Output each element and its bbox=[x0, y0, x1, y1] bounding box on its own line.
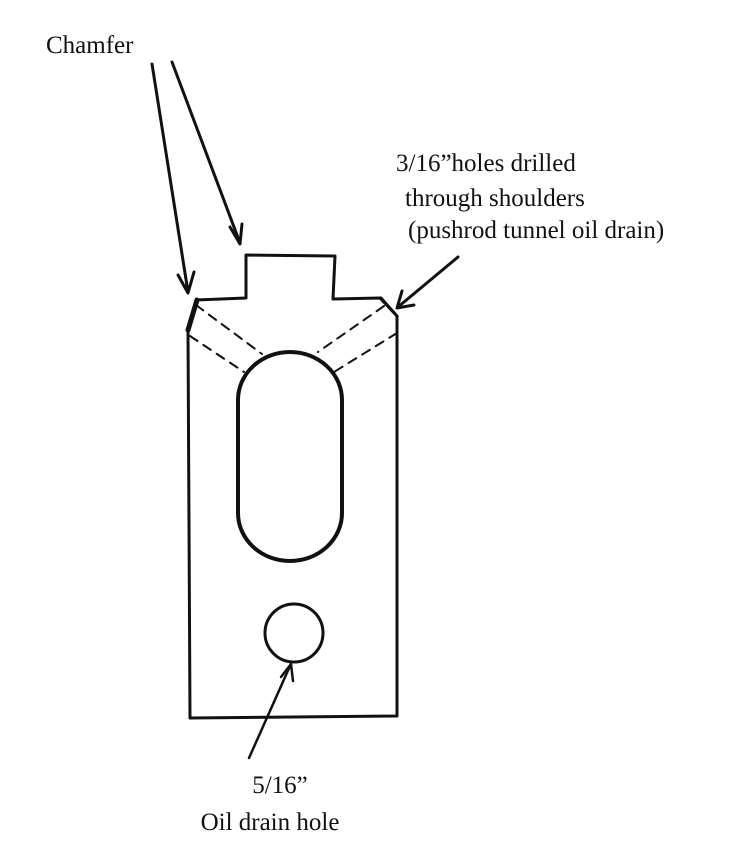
drain-size-label: 5/16” bbox=[252, 772, 308, 799]
part-outline bbox=[186, 253, 399, 720]
oil-drain-hole bbox=[263, 602, 325, 664]
pushrod-slot bbox=[236, 350, 344, 563]
holes-note-line-3: (pushrod tunnel oil drain) bbox=[408, 217, 665, 244]
drain-leader-arrow bbox=[247, 662, 295, 760]
chamfer-edge-right bbox=[379, 296, 399, 318]
holes-note-line-1: 3/16”holes drilled bbox=[396, 150, 576, 177]
chamfer-leader-lines bbox=[150, 60, 244, 295]
holes-leader-arrow bbox=[395, 255, 460, 310]
drain-name-label: Oil drain hole bbox=[200, 809, 340, 836]
holes-note-line-2: through shoulders bbox=[405, 185, 585, 212]
chamfer-label: Chamfer bbox=[46, 32, 134, 59]
drilled-holes-hidden-lines bbox=[189, 304, 398, 373]
